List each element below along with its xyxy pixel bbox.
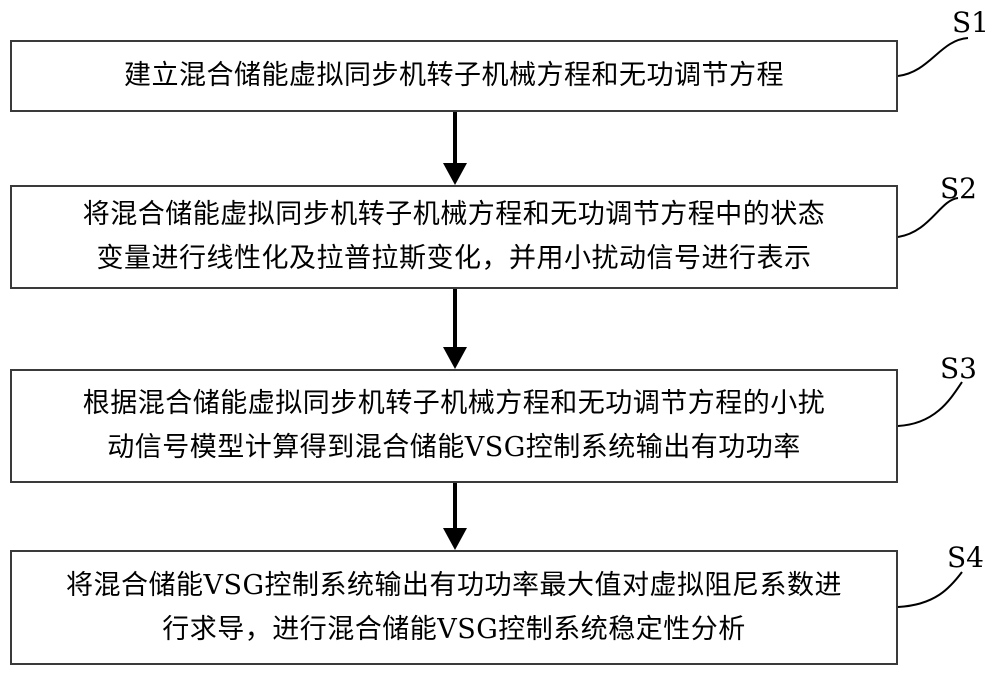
flow-arrow-s3-s4 [443,483,467,550]
step-text-s4: 将混合储能VSG控制系统输出有功功率最大值对虚拟阻尼系数进 行求导，进行混合储能… [66,564,842,652]
step-text-s3: 根据混合储能虚拟同步机转子机械方程和无功调节方程的小扰 动信号模型计算得到混合储… [83,382,826,470]
step-label-s3: S3 [940,352,977,385]
step-s3-line1: 根据混合储能虚拟同步机转子机械方程和无功调节方程的小扰 [82,388,826,419]
step-s4-line1: 将混合储能VSG控制系统输出有功功率最大值对虚拟阻尼系数进 [65,569,843,601]
leader-curve-s1 [897,37,969,77]
step-label-s1: S1 [952,6,989,39]
leader-curve-s3 [897,381,963,427]
step-s4-line2: 行求导，进行混合储能VSG控制系统稳定性分析 [162,613,746,645]
step-s1-line1: 建立混合储能虚拟同步机转子机械方程和无功调节方程 [124,60,784,91]
step-s2-line2: 变量进行线性化及拉普拉斯变化，并用小扰动信号进行表示 [96,243,812,274]
step-label-s2: S2 [940,172,977,205]
step-box-s3: 根据混合储能虚拟同步机转子机械方程和无功调节方程的小扰 动信号模型计算得到混合储… [10,369,898,483]
step-box-s2: 将混合储能虚拟同步机转子机械方程和无功调节方程中的状态 变量进行线性化及拉普拉斯… [10,185,898,289]
flow-arrow-s1-s2 [443,112,467,185]
step-box-s1: 建立混合储能虚拟同步机转子机械方程和无功调节方程 [10,40,898,112]
flow-arrow-s2-s3 [443,289,467,369]
step-box-s4: 将混合储能VSG控制系统输出有功功率最大值对虚拟阻尼系数进 行求导，进行混合储能… [10,550,898,665]
step-s3-line2: 动信号模型计算得到混合储能VSG控制系统输出有功功率 [107,432,801,463]
step-text-s1: 建立混合储能虚拟同步机转子机械方程和无功调节方程 [124,54,784,98]
step-label-s4: S4 [947,541,984,574]
step-s2-line1: 将混合储能虚拟同步机转子机械方程和无功调节方程中的状态 [82,199,826,230]
step-text-s2: 将混合储能虚拟同步机转子机械方程和无功调节方程中的状态 变量进行线性化及拉普拉斯… [83,193,826,281]
leader-curve-s4 [897,571,963,608]
